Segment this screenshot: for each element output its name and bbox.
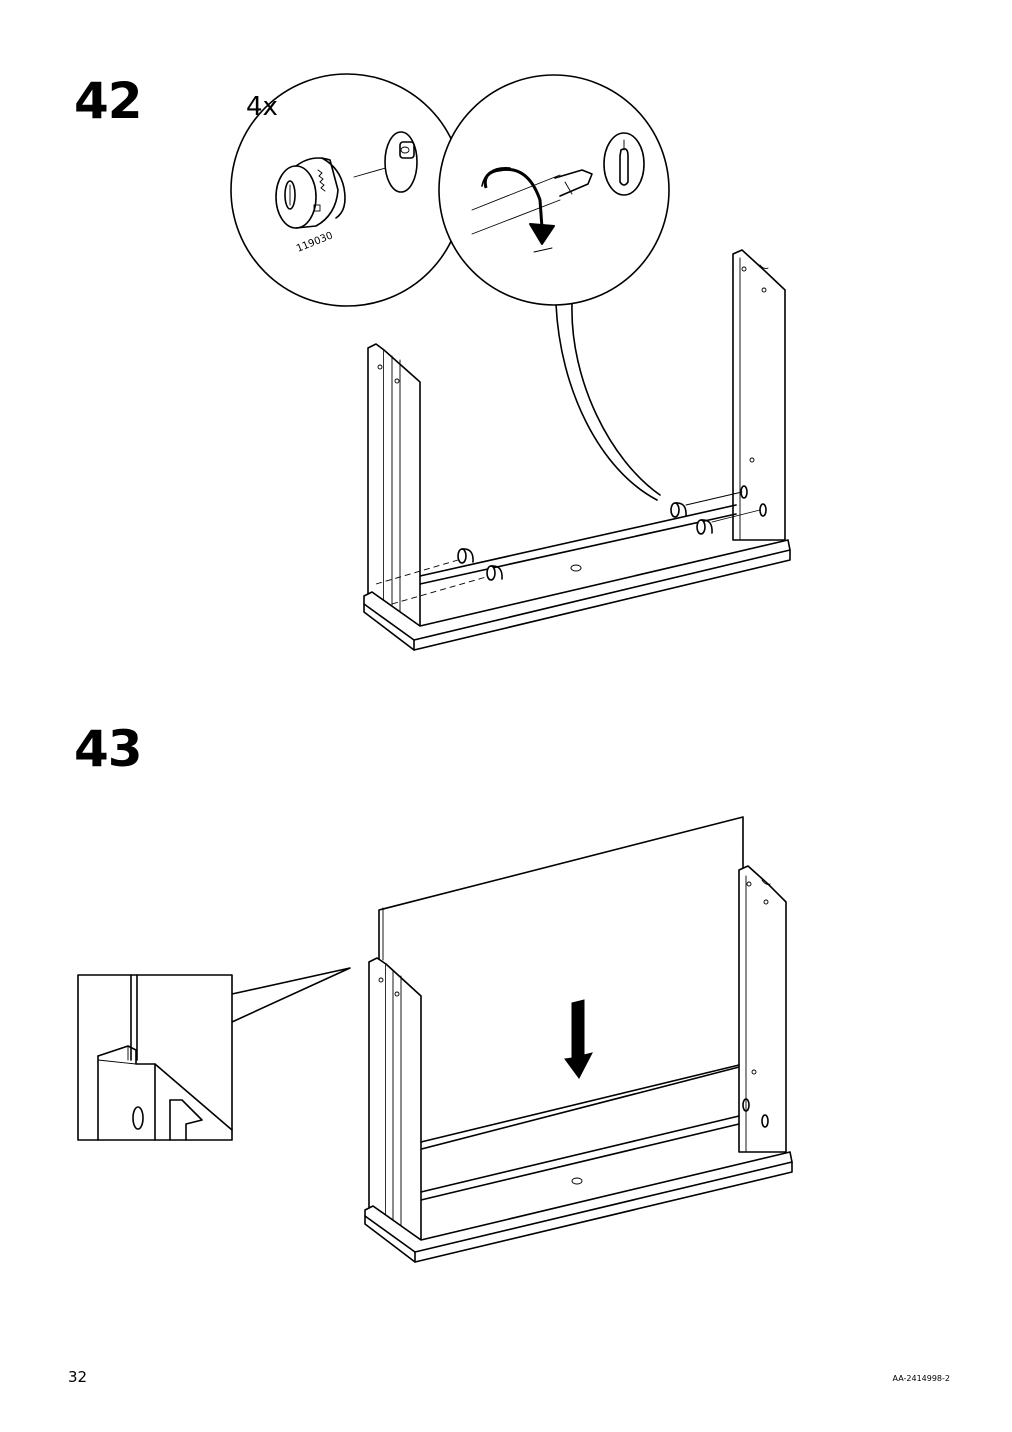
cam-lock-callout: 4x 119030	[230, 73, 464, 307]
groove-detail-inset	[77, 967, 351, 1141]
left-side-panel	[367, 343, 421, 631]
down-arrow	[564, 999, 593, 1079]
right-side-panel	[732, 249, 786, 541]
base-plinth	[363, 504, 791, 651]
step-42-illustration: 4x 119030	[230, 73, 791, 651]
base-plinth-43	[364, 1064, 793, 1263]
right-side-panel-43	[738, 865, 787, 1153]
part-number: 119030	[295, 230, 335, 255]
left-side-panel-43	[368, 957, 422, 1241]
document-code: AA-2414998-2	[892, 1374, 950, 1383]
quantity-label: 4x	[246, 92, 278, 122]
cam-lock-placement	[375, 491, 761, 605]
step-42-number: 42	[74, 72, 143, 130]
step-43-number: 43	[74, 720, 143, 778]
page-number: 32	[68, 1368, 88, 1386]
screwdriver-callout	[438, 74, 670, 501]
step-43-illustration	[77, 816, 793, 1263]
